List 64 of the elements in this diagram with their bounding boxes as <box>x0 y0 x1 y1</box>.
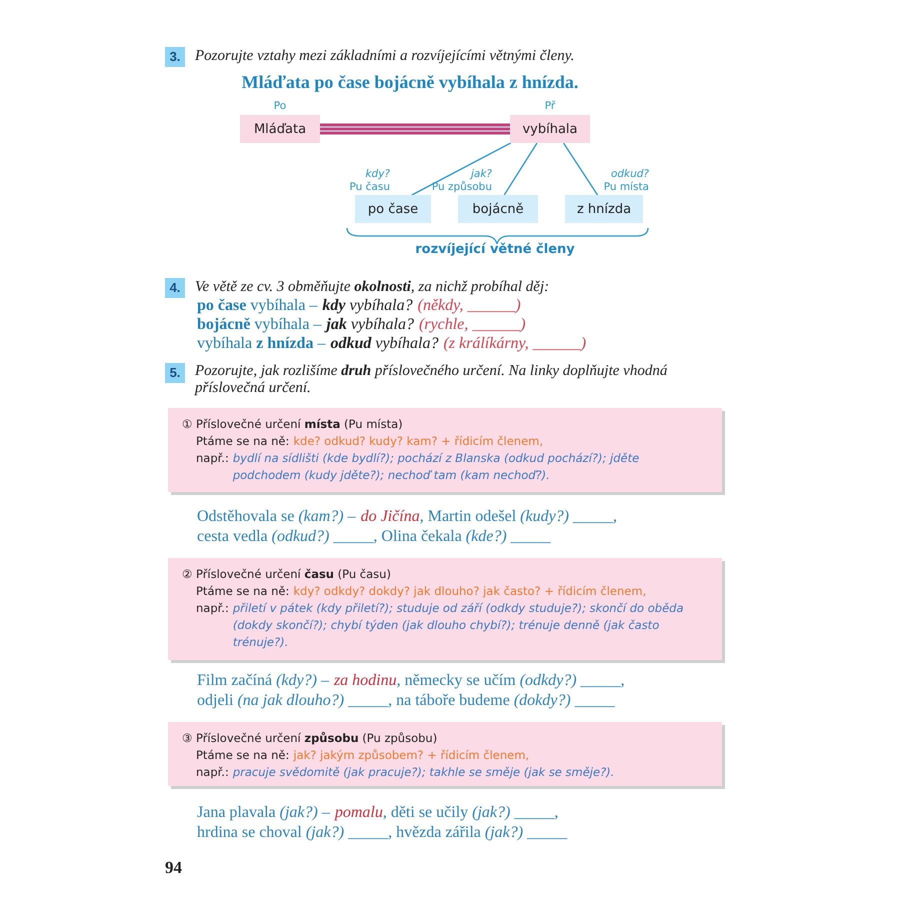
example-text: bydlí na sídlišti (kde bydlí?); pochází z Blanska (odkud pochází?); jděte podchodem (kudy jděte?); nechoď tam (kam nechoď?). <box>232 450 640 484</box>
answer-word: za hodinu <box>334 672 397 690</box>
exercise-sentence: , Martin odešel (kudy?) _____, <box>420 508 617 526</box>
question-label: jak? <box>470 168 492 180</box>
exercise-number: 5. <box>165 363 185 383</box>
example-phrase: vybíhala z hnízda – <box>197 335 326 353</box>
connector-line <box>412 142 512 196</box>
exercise-sentence: odjeli (na jak dlouho?) _____, na táboře budeme (dokdy?) _____ <box>197 692 615 710</box>
page-number: 94 <box>165 858 182 878</box>
rule-panel <box>168 558 722 660</box>
word-box: po čase <box>355 195 431 223</box>
exercise-sentence: Jana plavala (jak?) – <box>197 804 330 822</box>
exercise-sentence: cesta vedla (odkud?) _____, Olina čekala (kde?) _____ <box>197 528 551 546</box>
role-label: Po <box>274 100 286 112</box>
question-label: kdy? <box>365 168 390 180</box>
connector-line <box>504 142 538 196</box>
word-box: z hnízda <box>565 195 643 223</box>
exercise-sentence: Film začíná (kdy?) – <box>197 672 329 690</box>
exercise-sentence: Odstěhovala se (kam?) – <box>197 508 356 526</box>
exercise-number: 4. <box>165 278 185 298</box>
brace-label: rozvíjející větné členy <box>415 242 575 257</box>
instruction-text: Pozorujte, jak rozlišíme druh příslovečného určení. Na linky doplňujte vhodná příslovečná určení. <box>195 363 668 397</box>
exercise-sentence: hrdina se choval (jak?) _____, hvězda zářila (jak?) _____ <box>197 824 568 842</box>
panel-heading: ③ Příslovečné určení způsobu (Pu způsobu) <box>182 731 438 745</box>
answer-word: do Jičína <box>360 508 420 526</box>
word-box: Mláďata <box>240 115 320 143</box>
example-intro: např.: <box>196 450 229 467</box>
exercise-sentence: , německy se učím (odkdy?) _____, <box>396 672 625 690</box>
exercise-number: 3. <box>165 47 185 67</box>
question-words: kde? odkud? kudy? kam? + řídicím členem, <box>293 434 543 448</box>
role-label: Př <box>544 100 556 112</box>
example-intro: např.: <box>196 600 229 617</box>
instruction-text: Pozorujte vztahy mezi základními a rozvíjejícími větnými členy. <box>195 48 574 65</box>
question-intro: Ptáme se na ně: <box>196 434 290 448</box>
rule-panel <box>168 408 722 492</box>
example-intro: např.: <box>196 764 229 781</box>
question-text: kdy vybíhala? <box>322 297 413 315</box>
exercise-sentence: , děti se učily (jak?) _____, <box>382 804 558 822</box>
question-text: odkud vybíhala? <box>330 335 438 353</box>
instruction-text: Ve větě ze cv. 3 obměňujte okolnosti, za nichž probíhal děj: <box>195 279 550 296</box>
word-box: bojácně <box>458 195 538 223</box>
question-text: jak vybíhala? <box>326 316 414 334</box>
question-intro: Ptáme se na ně: <box>196 748 290 762</box>
answer-hint: (někdy, ______) <box>418 297 521 315</box>
triple-line <box>318 124 512 134</box>
question-intro: Ptáme se na ně: <box>196 584 290 598</box>
example-text: pracuje svědomitě (jak pracuje?); takhle se směje (jak se směje?). <box>232 764 614 781</box>
panel-heading: ① Příslovečné určení místa (Pu místa) <box>182 417 403 431</box>
connector-line <box>562 142 598 196</box>
answer-word: pomalu <box>334 804 383 822</box>
role-label: Pu času <box>350 181 390 193</box>
sentence-title: Mláďata po čase bojácně vybíhala z hnízda. <box>242 72 578 93</box>
rule-panel <box>168 722 722 786</box>
question-words: kdy? odkdy? dokdy? jak dlouho? jak často? + řídicím členem, <box>293 584 646 598</box>
answer-hint: (z králíkárny, ______) <box>443 335 586 353</box>
example-phrase: bojácně vybíhala – <box>197 316 322 334</box>
panel-heading: ② Příslovečné určení času (Pu času) <box>182 567 391 581</box>
role-label: Pu místa <box>604 181 649 193</box>
word-box: vybíhala <box>510 115 590 143</box>
answer-hint: (rychle, ______) <box>418 316 526 334</box>
example-phrase: po čase vybíhala – <box>197 297 318 315</box>
question-label: odkud? <box>610 168 649 180</box>
question-words: jak? jakým způsobem? + řídicím členem, <box>293 748 530 762</box>
example-text: přiletí v pátek (kdy přiletí?); studuje od září (odkdy studuje?); skončí do oběda (dokdy skončí?); chybí týden (jak dlouho chybí?); trénuje denně (jak často trénuje?). <box>232 600 684 651</box>
